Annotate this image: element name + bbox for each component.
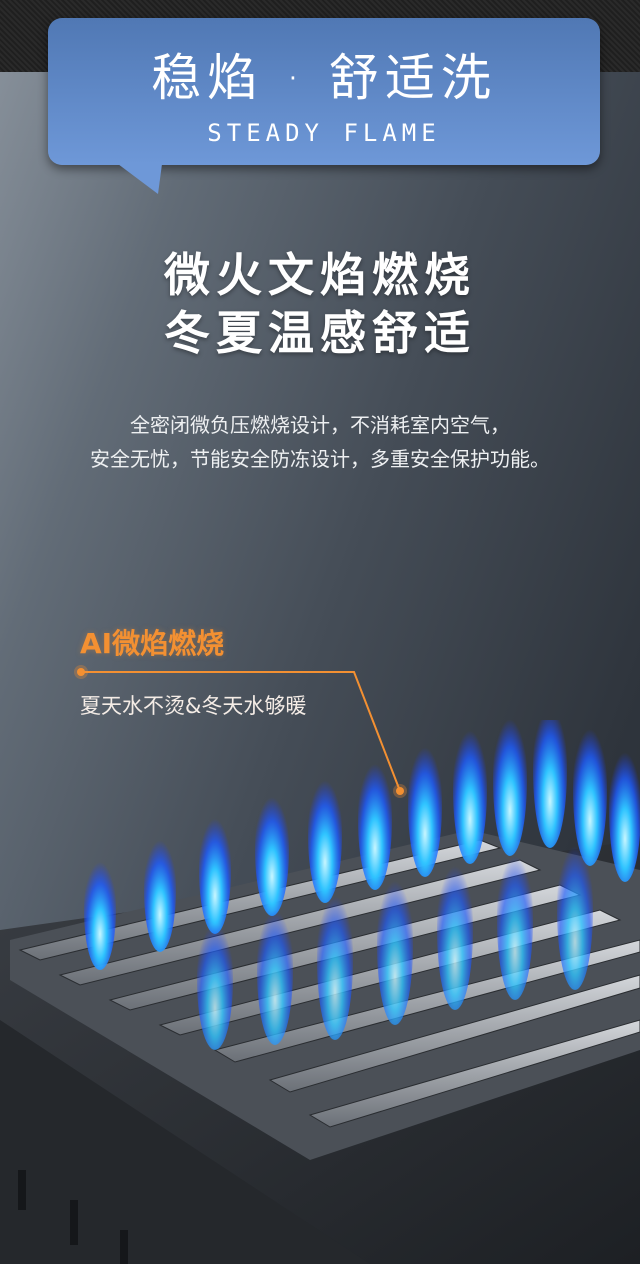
callout-title: AI微焰燃烧	[80, 627, 225, 660]
callout-subtitle: 夏天水不烫&冬天水够暖	[80, 694, 307, 718]
headline-line-2: 冬夏温感舒适	[164, 306, 476, 360]
banner-title: 稳焰 · 舒适洗	[151, 49, 497, 107]
description-line-1: 全密闭微负压燃烧设计，不消耗室内空气，	[130, 413, 510, 437]
description-line-2: 安全无忧，节能安全防冻设计，多重安全保护功能。	[90, 447, 550, 471]
burner-illustration	[0, 720, 640, 1264]
headline-line-1: 微火文焰燃烧	[164, 248, 476, 302]
title-speech-bubble: 稳焰 · 舒适洗 STEADY FLAME	[48, 18, 600, 165]
banner-subtitle: STEADY FLAME	[207, 119, 441, 147]
